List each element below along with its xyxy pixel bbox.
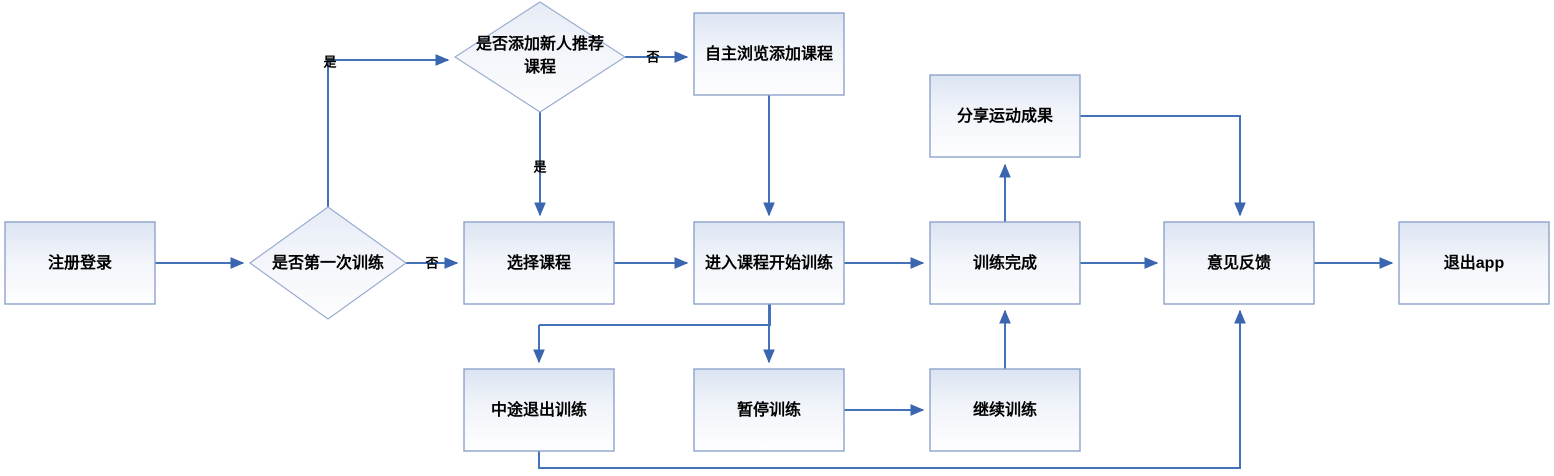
node-first-time-label: 是否第一次训练 — [271, 253, 384, 272]
node-browse-add[interactable]: 自主浏览添加课程 — [693, 12, 845, 96]
node-choose-course-label: 选择课程 — [507, 253, 571, 272]
node-quit-mid[interactable]: 中途退出训练 — [463, 368, 615, 452]
node-start-train-label: 进入课程开始训练 — [705, 253, 833, 272]
node-train-done[interactable]: 训练完成 — [929, 221, 1081, 305]
edges-layer — [155, 51, 1394, 469]
edge-label-first-time-no: 否 — [424, 255, 438, 270]
edge-first-time-yes-to-recommend — [327, 54, 450, 207]
edge-label-recommend-yes: 是 — [532, 159, 547, 174]
node-register[interactable]: 注册登录 — [4, 221, 156, 305]
node-share-result-label: 分享运动成果 — [957, 106, 1053, 125]
node-choose-course[interactable]: 选择课程 — [463, 221, 615, 305]
node-register-label: 注册登录 — [48, 253, 112, 272]
node-feedback[interactable]: 意见反馈 — [1163, 221, 1315, 305]
edge-label-recommend-no: 否 — [645, 49, 659, 64]
node-start-train[interactable]: 进入课程开始训练 — [693, 221, 845, 305]
node-pause-train-label: 暂停训练 — [737, 400, 801, 419]
node-quit-mid-label: 中途退出训练 — [491, 400, 587, 419]
nodes-layer: 注册登录 是否第一次训练 是否添加新人推荐 课程 自主浏览添加课程 选择课程 — [4, 1, 1550, 452]
node-recommend-label-line2: 课程 — [524, 58, 556, 76]
node-recommend-label-line1: 是否添加新人推荐 — [475, 34, 604, 53]
edge-quit-mid-to-feedback — [538, 309, 1246, 469]
node-first-time-decision[interactable]: 是否第一次训练 — [248, 206, 408, 320]
edge-share-result-to-feedback — [1080, 115, 1246, 217]
edge-start-train-branch-to-quit-mid — [539, 304, 771, 326]
edge-label-first-time-yes: 是 — [322, 54, 337, 69]
node-pause-train[interactable]: 暂停训练 — [693, 368, 845, 452]
node-resume-train[interactable]: 继续训练 — [929, 368, 1081, 452]
node-share-result[interactable]: 分享运动成果 — [929, 74, 1081, 158]
node-train-done-label: 训练完成 — [973, 253, 1037, 272]
node-feedback-label: 意见反馈 — [1207, 253, 1271, 272]
node-resume-train-label: 继续训练 — [973, 400, 1037, 419]
node-browse-add-label: 自主浏览添加课程 — [705, 44, 833, 63]
edge-labels-layer: 是 否 否 是 — [322, 49, 659, 270]
node-exit-app-label: 退出app — [1444, 253, 1505, 272]
node-recommend-decision[interactable]: 是否添加新人推荐 课程 — [453, 1, 627, 113]
node-exit-app[interactable]: 退出app — [1398, 221, 1550, 305]
